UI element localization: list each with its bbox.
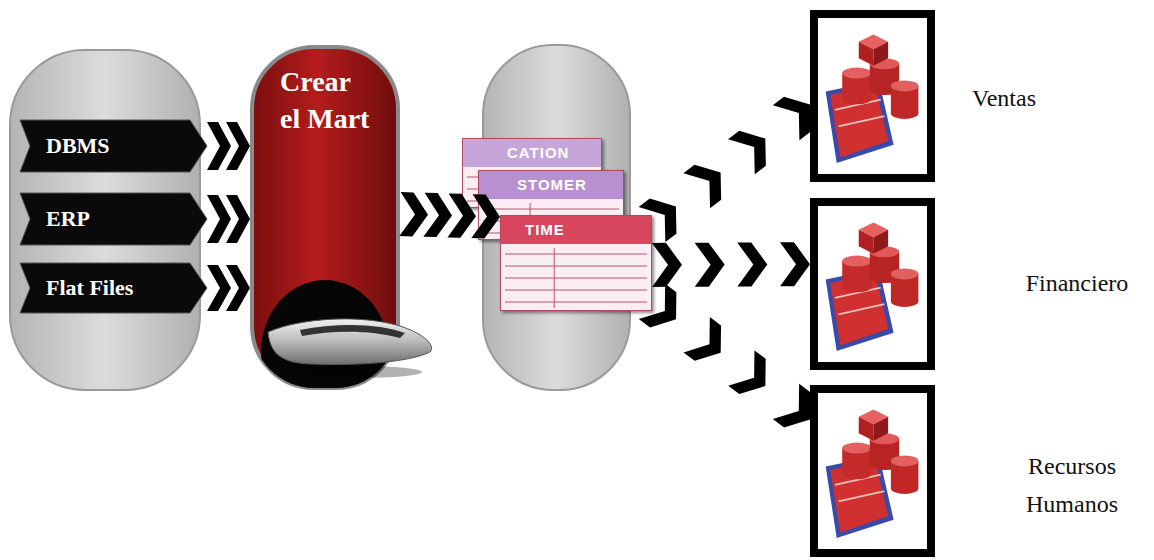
database-cube-icon [826,222,919,351]
iconbox-node: Financiero [810,198,935,370]
table-header: CATION [463,139,601,167]
banner-arrow [20,120,207,172]
iconbox-node: Ventas [810,10,935,182]
node-label: Crear el Mart [280,63,376,137]
pill-node: Crear el Mart [250,45,400,390]
node-label: ERP [20,206,90,232]
node-label: DBMS [20,133,110,159]
chevron-connector [207,195,250,243]
table-row-line [505,278,647,279]
iconbox-node: Recursos Humanos [810,385,935,557]
table-row-line [483,209,619,210]
table-row-line [505,266,647,267]
chevron-connector [639,97,811,242]
card-node: TIME [500,215,652,311]
banner-arrow [20,193,207,245]
table-header: TIME [501,216,651,244]
database-cube-icon [826,409,919,538]
banner-node: Flat Files [20,263,207,313]
table-header: STOMER [479,171,623,199]
database-icon [818,393,927,549]
banner-arrow [20,263,207,313]
table-row-line [505,290,647,291]
table-row-line [505,302,647,303]
table-row-line [505,254,647,255]
database-cube-icon [826,34,919,163]
node-label: Flat Files [20,275,133,301]
card-lines [501,244,651,310]
database-icon [818,18,927,174]
box-label: Recursos Humanos [997,447,1147,523]
chevron-connector [639,284,811,428]
chevron-connector [207,265,250,311]
box-label: Financiero [1002,264,1152,302]
chevron-connector [652,242,810,287]
database-icon [818,206,927,362]
banner-node: DBMS [20,120,207,172]
box-label: Ventas [929,79,1079,117]
chevron-connector [207,122,250,170]
table-column-line [554,248,555,308]
pill-outline [252,47,398,388]
banner-node: ERP [20,193,207,245]
